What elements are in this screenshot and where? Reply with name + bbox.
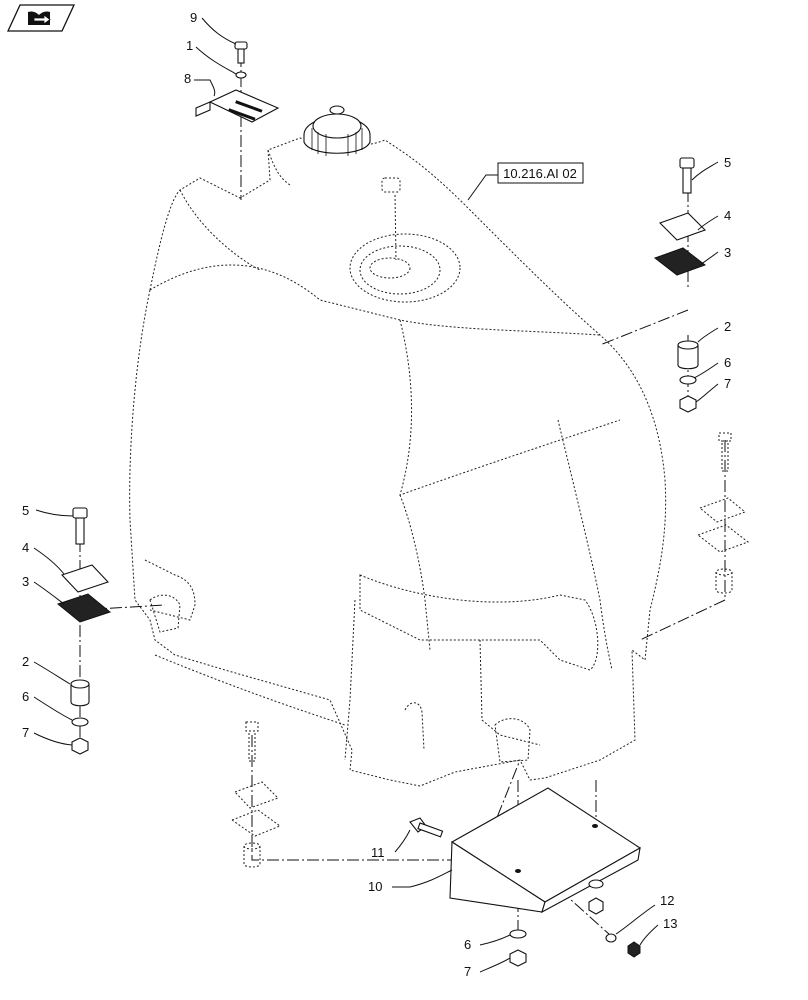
callout-7-bottom: 7 — [464, 964, 471, 979]
callout-6-bottom: 6 — [464, 937, 471, 952]
washer-6-right[interactable] — [679, 375, 697, 385]
bolt-5-left[interactable] — [72, 507, 88, 545]
book-arrow-icon — [6, 4, 76, 32]
washer-plate-4-left[interactable] — [61, 564, 109, 593]
callout-2-right: 2 — [724, 319, 731, 334]
callout-5-left: 5 — [22, 503, 29, 518]
nut-7-right[interactable] — [679, 395, 697, 413]
bolt-11[interactable] — [409, 817, 444, 838]
shim-3-right[interactable] — [653, 247, 707, 276]
washer-bottom[interactable] — [588, 879, 604, 889]
bracket-10[interactable] — [449, 787, 642, 914]
callout-13: 13 — [663, 916, 677, 931]
navigation-button[interactable] — [6, 4, 76, 32]
washer-12[interactable] — [605, 933, 617, 943]
callout-10: 10 — [368, 879, 382, 894]
callout-2-left: 2 — [22, 654, 29, 669]
callout-8: 8 — [184, 71, 191, 86]
nut-7-bottom[interactable] — [509, 949, 527, 967]
callout-7-right: 7 — [724, 376, 731, 391]
washer-6-left[interactable] — [71, 717, 89, 727]
right-ghost-stack — [639, 432, 750, 641]
callout-4-left: 4 — [22, 540, 29, 555]
nut-7-left[interactable] — [71, 737, 89, 755]
plate-8[interactable] — [195, 89, 280, 123]
nut-bottom[interactable] — [588, 897, 604, 915]
callout-1: 1 — [186, 38, 193, 53]
shim-3-left[interactable] — [56, 593, 112, 623]
right-mount-group — [599, 157, 707, 413]
top-bracket-group — [195, 41, 280, 200]
callout-labels: 9 1 8 5 4 3 2 6 7 5 4 3 2 6 7 11 10 12 1… — [22, 10, 731, 979]
reference-label: 10.216.AI 02 — [503, 166, 577, 181]
callout-3-right: 3 — [724, 245, 731, 260]
callout-12: 12 — [660, 893, 674, 908]
callout-leaders — [33, 17, 719, 973]
callout-5-right: 5 — [724, 155, 731, 170]
reference-link[interactable]: 10.216.AI 02 — [467, 162, 584, 201]
callout-7-left: 7 — [22, 725, 29, 740]
bottom-left-ghost-stack — [230, 721, 521, 868]
bolt-9[interactable] — [234, 41, 248, 64]
left-mount-group — [56, 507, 166, 755]
nut-13[interactable] — [627, 941, 641, 958]
spacer-2-right[interactable] — [677, 340, 699, 370]
washer-6-bottom[interactable] — [509, 929, 527, 939]
callout-11: 11 — [371, 845, 385, 860]
fuel-tank — [129, 137, 667, 787]
callout-3-left: 3 — [22, 574, 29, 589]
bolt-5-right[interactable] — [679, 157, 695, 194]
callout-6-left: 6 — [22, 689, 29, 704]
fuel-cap — [303, 105, 371, 156]
bottom-bracket-group — [409, 780, 642, 967]
callout-9: 9 — [190, 10, 197, 25]
washer-1[interactable] — [235, 71, 247, 79]
callout-4-right: 4 — [724, 208, 731, 223]
spacer-2-left[interactable] — [70, 679, 90, 707]
callout-6-right: 6 — [724, 355, 731, 370]
washer-plate-4-right[interactable] — [658, 212, 707, 241]
